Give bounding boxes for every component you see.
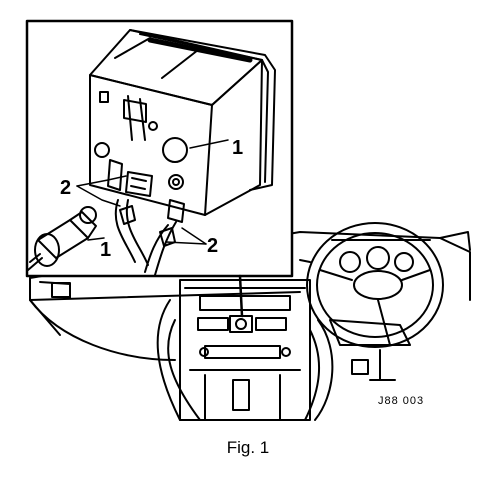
lighter-housing xyxy=(89,29,276,223)
lighter-element xyxy=(27,206,97,271)
callout-label-1-element: 1 xyxy=(100,239,111,261)
callout-leaders xyxy=(76,139,229,245)
figure-caption: Fig. 1 xyxy=(226,438,270,457)
callout-label-2-upper: 2 xyxy=(60,177,71,199)
figure-ref-code: J88 003 xyxy=(378,395,424,407)
dashboard-illustration xyxy=(29,222,471,421)
callout-label-1-socket: 1 xyxy=(232,137,243,159)
wiring-harness xyxy=(114,199,177,276)
callout-label-2-lower: 2 xyxy=(207,235,218,257)
lead-wire xyxy=(238,274,244,318)
